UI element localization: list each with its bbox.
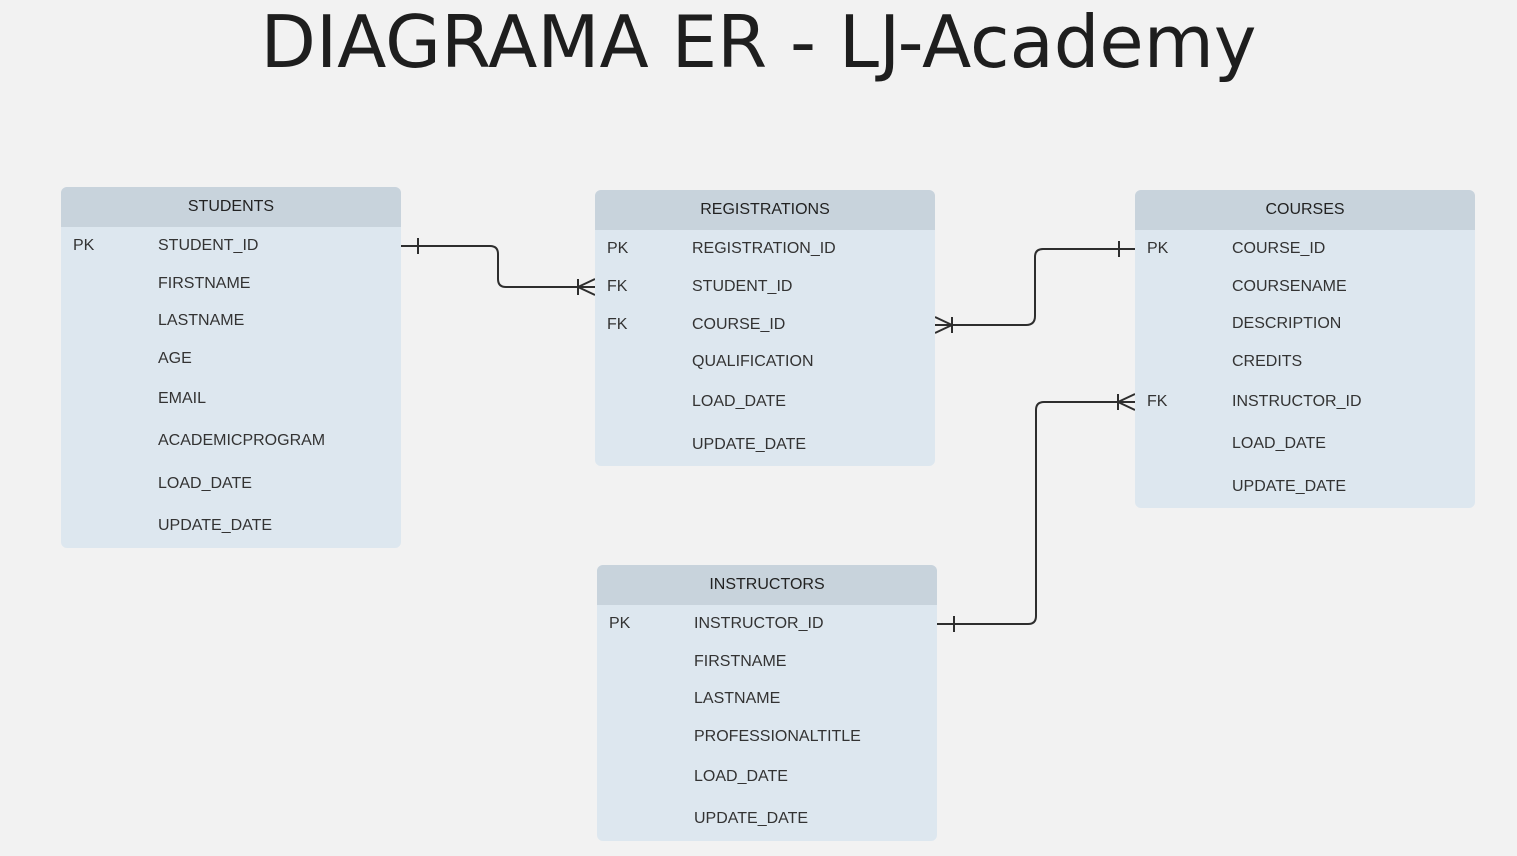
field-name: FIRSTNAME [694, 653, 787, 670]
key-label: PK [609, 615, 631, 632]
entity-header: INSTRUCTORS [597, 565, 937, 605]
field-name: ACADEMICPROGRAM [158, 432, 326, 449]
field-name: INSTRUCTOR_ID [1232, 393, 1362, 410]
field-name: PROFESSIONALTITLE [694, 728, 861, 745]
key-label: PK [607, 240, 629, 257]
field-name: REGISTRATION_ID [692, 240, 836, 257]
field-name: EMAIL [158, 390, 207, 407]
key-label: FK [607, 316, 628, 333]
field-name: UPDATE_DATE [1232, 478, 1347, 495]
field-name: LOAD_DATE [158, 475, 252, 492]
registrations-entity[interactable]: REGISTRATIONS PK REGISTRATION_ID FK STUDEN… [595, 190, 935, 466]
entity-header: COURSES [1135, 190, 1475, 230]
diagram-title: DIAGRAMA ER - LJ-Academy [260, 0, 1257, 84]
entity-header: REGISTRATIONS [595, 190, 935, 230]
students-registrations-relationship [401, 238, 596, 296]
field-name: LASTNAME [158, 312, 245, 329]
courses-entity[interactable]: COURSES PK COURSE_ID COURSENAME DESCRIPTI… [1135, 190, 1475, 508]
field-name: AGE [158, 350, 192, 367]
field-name: STUDENT_ID [158, 237, 259, 254]
field-name: STUDENT_ID [692, 278, 793, 295]
field-name: CREDITS [1232, 353, 1303, 370]
key-label: PK [1147, 240, 1169, 257]
key-label: FK [607, 278, 628, 295]
field-name: LASTNAME [694, 690, 781, 707]
field-name: LOAD_DATE [1232, 435, 1326, 452]
field-name: UPDATE_DATE [158, 517, 273, 534]
field-name: COURSENAME [1232, 278, 1347, 295]
field-name: QUALIFICATION [692, 353, 814, 370]
entity-header: STUDENTS [61, 187, 401, 227]
instructors-courses-relationship [937, 393, 1136, 632]
field-name: COURSE_ID [692, 316, 786, 333]
field-name: INSTRUCTOR_ID [694, 615, 824, 632]
students-entity[interactable]: STUDENTS PK STUDENT_ID FIRSTNAME LASTNAME… [61, 187, 401, 548]
field-name: UPDATE_DATE [694, 810, 809, 827]
field-name: COURSE_ID [1232, 240, 1326, 257]
field-name: DESCRIPTION [1232, 315, 1342, 332]
key-label: PK [73, 237, 95, 254]
field-name: FIRSTNAME [158, 275, 251, 292]
key-label: FK [1147, 393, 1168, 410]
courses-registrations-relationship [934, 241, 1135, 334]
field-name: UPDATE_DATE [692, 436, 807, 453]
field-name: LOAD_DATE [692, 393, 786, 410]
field-name: LOAD_DATE [694, 768, 788, 785]
instructors-entity[interactable]: INSTRUCTORS PK INSTRUCTOR_ID FIRSTNAME LA… [597, 565, 937, 841]
